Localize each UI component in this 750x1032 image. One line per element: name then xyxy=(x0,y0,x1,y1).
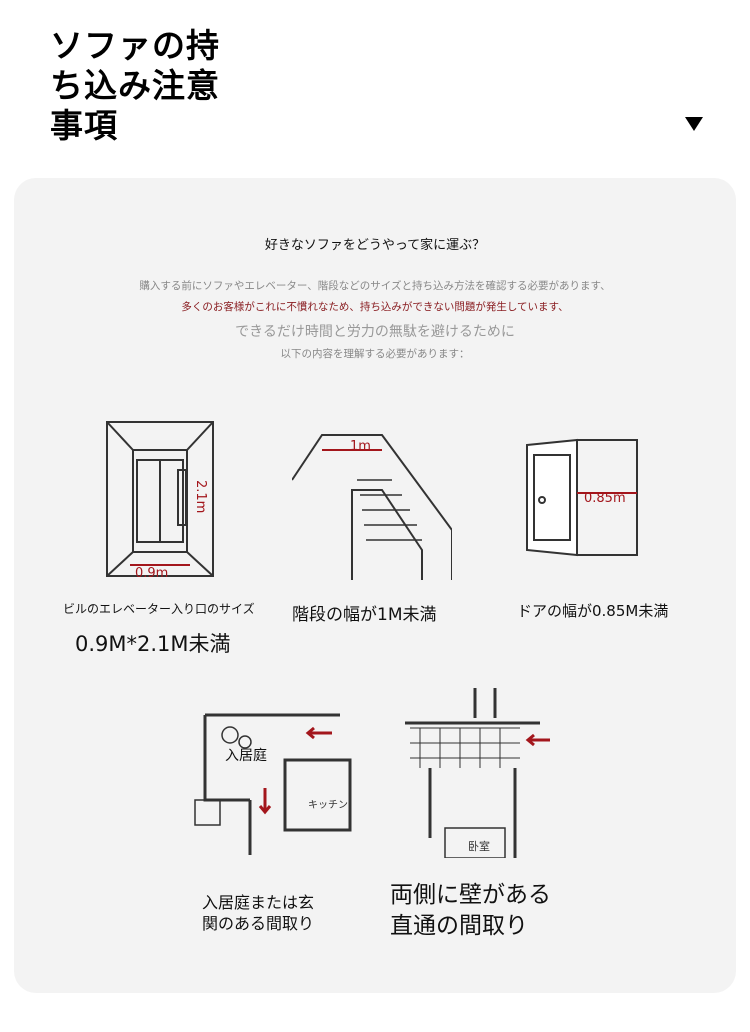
stairs-illustration: 1m xyxy=(292,434,452,580)
room-label: 入居庭 xyxy=(225,747,267,764)
width-label: 1m xyxy=(350,439,371,454)
room-label: 卧室 xyxy=(468,839,490,853)
elevator-illustration: 0.9m 2.1m xyxy=(106,421,214,580)
triangle-down-icon xyxy=(685,117,703,131)
page-title: ソファの持 ち込み注意 事項 xyxy=(50,26,220,145)
width-label: 0.85m xyxy=(584,491,626,506)
intro-line-1: 購入する前にソファやエレベーター、階段などのサイズと持ち込み方法を確認する必要が… xyxy=(139,280,611,292)
entrance-caption: 入居庭または玄 関のある間取り xyxy=(202,893,315,933)
entrance-floorplan-illustration: 入居庭 キッチン xyxy=(194,713,352,855)
door-caption: ドアの幅が0.85M未満 xyxy=(517,602,669,620)
height-label: 2.1m xyxy=(193,480,208,513)
intro-heading: 好きなソファをどうやって家に運ぶ？ xyxy=(264,238,486,253)
stairs-caption: 階段の幅が1M未満 xyxy=(292,605,437,625)
corridor-caption: 両側に壁がある 直通の間取り xyxy=(390,882,551,939)
door-illustration: 0.85m xyxy=(526,438,638,557)
elevator-size: 0.9M*2.1M未満 xyxy=(75,632,231,656)
info-panel xyxy=(14,178,736,993)
corridor-floorplan-illustration: 卧室 xyxy=(405,688,550,858)
room-label: キッチン xyxy=(308,799,348,811)
intro-line-3: できるだけ時間と労力の無駄を避けるために xyxy=(235,324,515,340)
intro-line-2: 多くのお客様がこれに不慣れなため、持ち込みができない問題が発生しています、 xyxy=(181,301,569,313)
intro-line-4: 以下の内容を理解する必要があります： xyxy=(280,348,470,360)
elevator-caption: ビルのエレベーター入り口のサイズ xyxy=(63,602,255,616)
width-label: 0.9m xyxy=(135,566,168,580)
